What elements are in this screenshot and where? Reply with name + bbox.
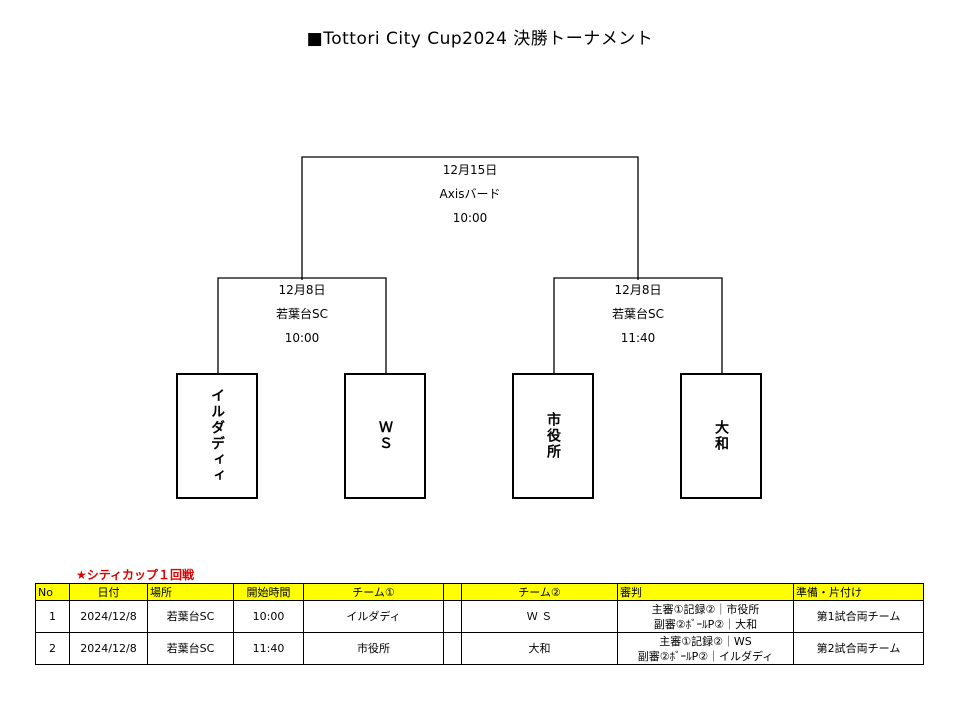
team-name: 市役所 (545, 412, 561, 460)
cell-spacer (443, 632, 462, 665)
cell-prep: 第1試合両チーム (793, 600, 924, 633)
team-box-2: ＷＳ (344, 373, 426, 499)
cell-time: 11:40 (233, 632, 304, 665)
cell-place: 若葉台SC (147, 600, 234, 633)
team-name: イルダディィ (209, 388, 225, 484)
cell-team1: 市役所 (303, 632, 444, 665)
header-team2: チーム② (461, 583, 618, 601)
referee-line: 副審②ﾎﾞｰﾙP②｜大和 (653, 617, 758, 631)
header-no: No (35, 583, 70, 601)
semifinal-1-date: 12月8日 (278, 283, 326, 297)
referee-line: 副審②ﾎﾞｰﾙP②｜イルダディ (637, 649, 774, 663)
table-row: 1 2024/12/8 若葉台SC 10:00 イルダディ Ｗ Ｓ 主審①記録②… (35, 600, 924, 633)
semifinal-1-info: 12月8日 若葉台SC 10:00 (232, 278, 372, 350)
semifinal-1-time: 10:00 (284, 331, 320, 345)
cell-place: 若葉台SC (147, 632, 234, 665)
referee-line: 主審①記録②｜市役所 (651, 602, 760, 616)
semifinal-2-bracket-line (553, 277, 723, 373)
final-time: 10:00 (452, 211, 488, 225)
team-box-1: イルダディィ (176, 373, 258, 499)
header-spacer (443, 583, 462, 601)
cell-no: 1 (35, 600, 70, 633)
header-date: 日付 (69, 583, 148, 601)
schedule-note: ★シティカップ１回戦 (76, 568, 195, 582)
cell-team2: Ｗ Ｓ (461, 600, 618, 633)
semifinal-1-venue: 若葉台SC (276, 307, 328, 321)
page-title: ■Tottori City Cup2024 決勝トーナメント (306, 29, 654, 49)
referee-line: 主審①記録②｜WS (659, 634, 752, 648)
header-start-time: 開始時間 (233, 583, 304, 601)
cell-team1: イルダディ (303, 600, 444, 633)
final-match-info: 12月15日 Axisバード 10:00 (380, 158, 560, 230)
semifinal-2-date: 12月8日 (614, 283, 662, 297)
cell-no: 2 (35, 632, 70, 665)
header-prep: 準備・片付け (793, 583, 924, 601)
cell-time: 10:00 (233, 600, 304, 633)
cell-spacer (443, 600, 462, 633)
header-team1: チーム① (303, 583, 444, 601)
team-name: ＷＳ (377, 420, 393, 452)
cell-date: 2024/12/8 (69, 600, 148, 633)
cell-date: 2024/12/8 (69, 632, 148, 665)
final-date: 12月15日 (442, 163, 498, 177)
schedule-table: No 日付 場所 開始時間 チーム① チーム② 審判 準備・片付け 1 2024… (35, 583, 924, 665)
semifinal-1-bracket-line (217, 277, 387, 373)
team-box-3: 市役所 (512, 373, 594, 499)
final-venue: Axisバード (439, 187, 501, 201)
cell-referee: 主審①記録②｜市役所 副審②ﾎﾞｰﾙP②｜大和 (617, 600, 794, 633)
header-referee: 審判 (617, 583, 794, 601)
semifinal-2-time: 11:40 (620, 331, 656, 345)
team-name: 大和 (713, 420, 729, 452)
semifinal-2-info: 12月8日 若葉台SC 11:40 (568, 278, 708, 350)
team-box-4: 大和 (680, 373, 762, 499)
semifinal-2-venue: 若葉台SC (612, 307, 664, 321)
cell-prep: 第2試合両チーム (793, 632, 924, 665)
schedule-header-row: No 日付 場所 開始時間 チーム① チーム② 審判 準備・片付け (35, 583, 924, 601)
table-row: 2 2024/12/8 若葉台SC 11:40 市役所 大和 主審①記録②｜WS… (35, 632, 924, 665)
final-bracket-line (301, 156, 639, 280)
cell-referee: 主審①記録②｜WS 副審②ﾎﾞｰﾙP②｜イルダディ (617, 632, 794, 665)
header-place: 場所 (147, 583, 234, 601)
cell-team2: 大和 (461, 632, 618, 665)
